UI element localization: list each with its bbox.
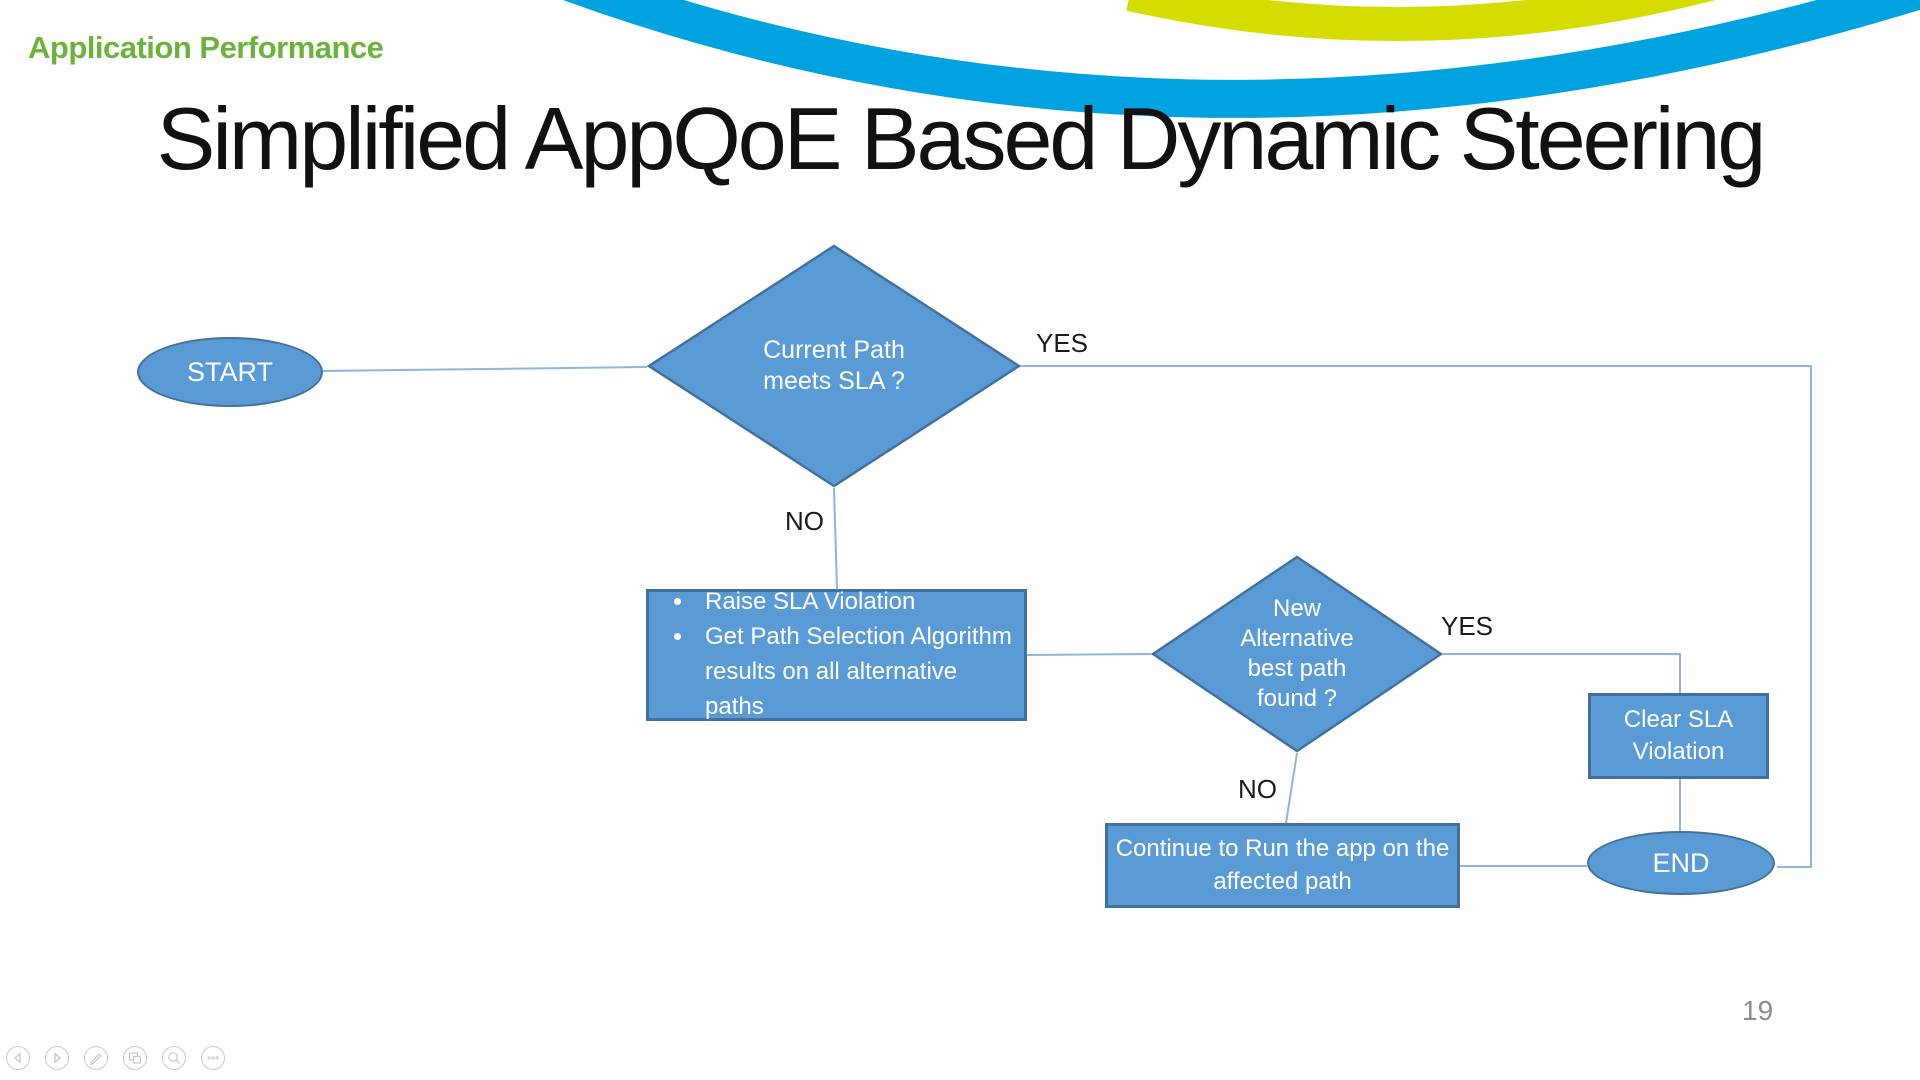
pen-tools-button[interactable] bbox=[84, 1046, 108, 1070]
process1-raise-sla-violation: Raise SLA Violation Get Path Selection A… bbox=[646, 588, 1027, 721]
start-terminator: START bbox=[137, 337, 323, 407]
arrow-left-icon bbox=[14, 1052, 21, 1064]
connector-decision1-no-to-process1 bbox=[833, 487, 838, 590]
connector-start-to-decision1 bbox=[322, 366, 648, 372]
decision1-shape bbox=[647, 244, 1021, 488]
swoosh-yellow-curve bbox=[1126, 0, 1716, 42]
connector-decision2-yes-to-process2 bbox=[1443, 653, 1681, 693]
process1-bullet-list: Raise SLA Violation Get Path Selection A… bbox=[649, 585, 1024, 724]
process1-bullet-1: Raise SLA Violation bbox=[695, 585, 1014, 620]
start-label: START bbox=[186, 356, 273, 387]
edge-label-yes2: YES bbox=[1441, 611, 1494, 641]
next-slide-button[interactable] bbox=[45, 1046, 69, 1070]
swoosh-blue-curve bbox=[563, 0, 1920, 118]
edge-label-no2: NO bbox=[1238, 774, 1277, 804]
previous-slide-button[interactable] bbox=[6, 1046, 30, 1070]
more-options-button[interactable] bbox=[201, 1046, 225, 1070]
decision2-shape bbox=[1151, 555, 1443, 753]
process1-bullet-2: Get Path Selection Algorithm results on … bbox=[695, 620, 1014, 724]
decision2-new-alternative-path: New Alternative best path found ? bbox=[1151, 555, 1443, 753]
zoom-slide-button[interactable] bbox=[162, 1046, 186, 1070]
connector-process1-to-decision2 bbox=[1026, 653, 1152, 656]
decision1-label: Current Path meets SLA ? bbox=[763, 335, 905, 396]
arrow-right-icon bbox=[54, 1052, 61, 1064]
process2-clear-sla-violation: Clear SLA Violation bbox=[1588, 693, 1769, 779]
end-terminator: END bbox=[1587, 831, 1775, 895]
end-label: END bbox=[1652, 847, 1710, 878]
process3-continue-on-affected-path: Continue to Run the app on the affected … bbox=[1105, 823, 1460, 908]
pen-icon bbox=[90, 1053, 102, 1065]
see-all-slides-button[interactable] bbox=[123, 1046, 147, 1070]
presenter-controls bbox=[6, 1046, 225, 1070]
decision2-label: New Alternative best path found ? bbox=[1240, 594, 1354, 713]
connector-decision2-no-to-process3 bbox=[1285, 752, 1298, 824]
edge-label-yes1: YES bbox=[1036, 328, 1089, 358]
slide-kicker: Application Performance bbox=[28, 30, 384, 65]
page-number: 19 bbox=[1742, 995, 1774, 1026]
ellipsis-icon bbox=[207, 1056, 219, 1060]
page-title: Simplified AppQoE Based Dynamic Steering bbox=[156, 89, 1767, 188]
magnifier-icon bbox=[168, 1052, 180, 1064]
decision1-current-path-meets-sla: Current Path meets SLA ? bbox=[647, 244, 1021, 488]
all-slides-icon bbox=[128, 1052, 142, 1064]
edge-label-no1: NO bbox=[785, 506, 824, 536]
